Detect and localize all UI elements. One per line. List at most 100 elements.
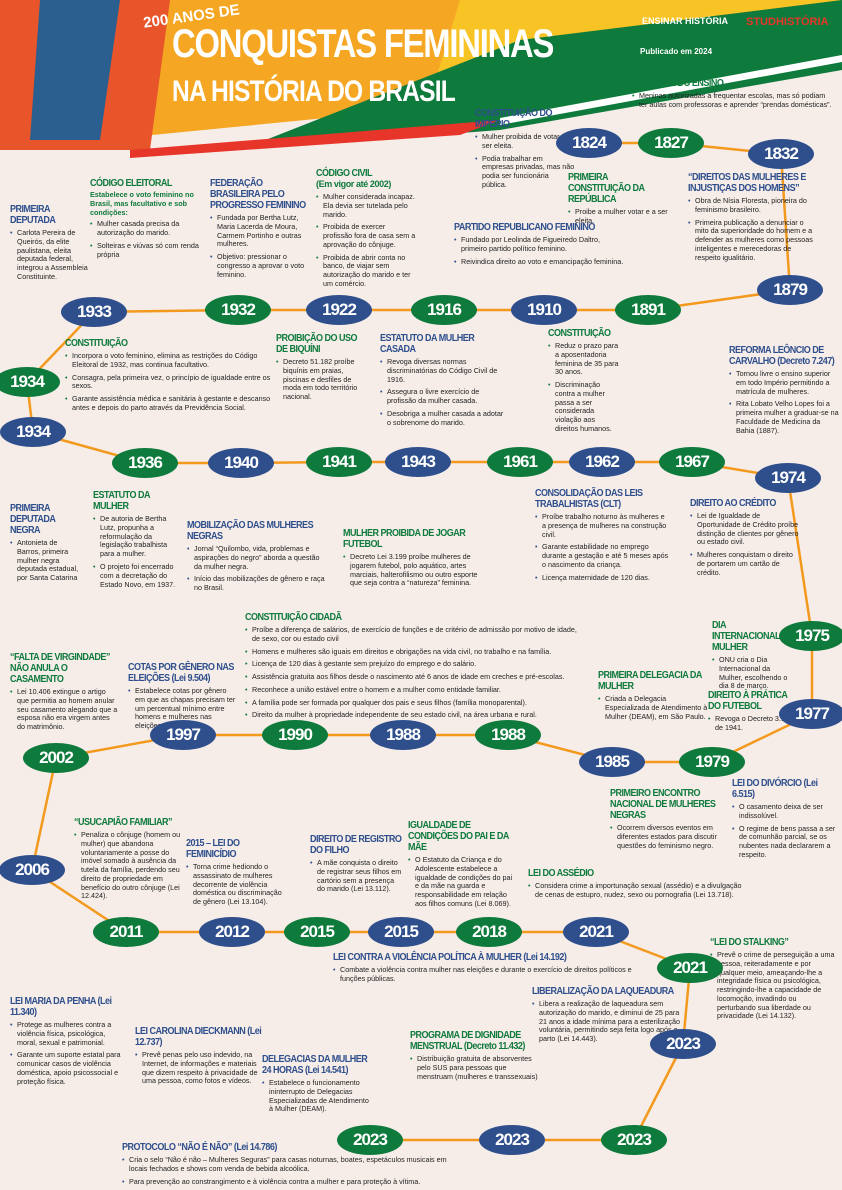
event-bullets: Jornal “Quilombo, vida, problemas e aspi…: [187, 544, 327, 593]
event-bullets: Distribuição gratuita de absorventes pel…: [410, 1054, 540, 1081]
event-const-imperio: CONSTITUIÇÃO DO IMPÉRIOMulher proibida d…: [475, 107, 575, 194]
event-bullets: Proíbe a diferença de salários, de exerc…: [245, 625, 580, 720]
event-title: PROIBIÇÃO DO USO DE BIQUÍNI: [276, 332, 358, 356]
event-bullet: Estabelece cotas por gênero em que as ch…: [128, 686, 236, 731]
event-bullets: Prevê o crime de perseguição a uma pesso…: [710, 950, 835, 1021]
event-dignidade: PROGRAMA DE DIGNIDADE MENSTRUAL (Decreto…: [410, 1029, 540, 1085]
event-dia-internacional: DIA INTERNACIONAL DA MULHERONU cria o Di…: [712, 619, 794, 695]
year-node: 1879: [757, 275, 823, 305]
event-bullets: Proibe a mulher votar e a ser eleita.: [568, 207, 668, 226]
event-bullets: Libera a realização de laqueadura sem au…: [532, 999, 682, 1044]
year-node: 1941: [306, 447, 372, 477]
event-bullet: Distribuição gratuita de absorventes pel…: [410, 1054, 540, 1081]
event-bullet: Obra de Nísia Floresta, pioneira do femi…: [688, 196, 813, 215]
year-node: 2011: [93, 917, 159, 947]
event-bullet: Desobriga a mulher casada a adotar o sob…: [380, 409, 505, 428]
year-node: 1997: [150, 720, 216, 750]
event-title: CÓDIGO ELEITORAL: [90, 177, 172, 189]
event-bullet: Proibida de exercer profissão fora de ca…: [316, 222, 416, 249]
event-bullet: Cria o selo “Não é não – Mulheres Segura…: [122, 1155, 462, 1174]
event-title: DIREITO AO CRÉDITO: [690, 497, 776, 509]
event-carolina: LEI CAROLINA DIECKMANN (Lei 12.737)Prevê…: [135, 1025, 265, 1090]
year-node: 2023: [479, 1125, 545, 1155]
event-title: MOBILIZAÇÃO DAS MULHERES NEGRAS: [187, 519, 314, 543]
event-bullet: Assegura o livre exercício de profissão …: [380, 388, 505, 406]
event-bullet: Solteiras e viúvas só com renda própria: [90, 241, 200, 260]
event-title: LEI CONTRA A VIOLÊNCIA POLÍTICA À MULHER…: [333, 951, 567, 963]
event-reforma-leoncio: REFORMA LEÔNCIO DE CARVALHO (Decreto 7.2…: [729, 344, 839, 440]
event-encontro: PRIMEIRO ENCONTRO NACIONAL DE MULHERES N…: [610, 787, 730, 854]
event-title: “FALTA DE VIRGINDADE” NÃO ANULA O CASAME…: [10, 651, 110, 686]
event-bullet: Objetivo: pressionar o congresso a aprov…: [210, 252, 310, 279]
event-title: PRIMEIRA CONSTITUIÇÃO DA REPÚBLICA: [568, 171, 645, 206]
event-codigo-civil: CÓDIGO CIVIL(Em vigor até 2002)Mulher co…: [316, 167, 416, 293]
event-bullets: Mulher considerada incapaz. Ela devia se…: [316, 192, 416, 289]
event-bullets: O casamento deixa de ser indissolúvel.O …: [732, 802, 837, 860]
event-title: DIREITO À PRÁTICA DO FUTEBOL: [708, 689, 788, 713]
event-bullet: Decreto 51.182 proíbe biquínis em praias…: [276, 357, 366, 402]
event-bullets: Revoga diversas normas discriminatórias …: [380, 357, 505, 428]
year-node: 2023: [337, 1125, 403, 1155]
event-bullet: Fundado por Leolinda de Figueiredo Daltr…: [454, 235, 624, 254]
year-node: 1988: [370, 720, 436, 750]
event-title: DIREITO DE REGISTRO DO FILHO: [310, 833, 402, 857]
event-bullet: Prevê penas pelo uso indevido, na Intern…: [135, 1050, 265, 1086]
event-title: PROGRAMA DE DIGNIDADE MENSTRUAL (Decreto…: [410, 1029, 525, 1053]
event-bullet: Consagra, pela primeira vez, o princípio…: [65, 373, 275, 392]
event-stalking: “LEI DO STALKING”Prevê o crime de perseg…: [710, 936, 835, 1025]
year-node: 2018: [456, 917, 522, 947]
year-node: 1940: [208, 448, 274, 478]
event-constituicao-1967: CONSTITUIÇÃO Reduz o prazo para a aposent…: [548, 327, 620, 438]
event-bullet: Reduz o prazo para a aposentadoria femin…: [548, 341, 620, 377]
event-feminicidio: 2015 – LEI DO FEMINICÍDIOTorna crime hed…: [186, 837, 286, 911]
event-bullet: Revoga o Decreto 3.199 de 1941.: [708, 714, 796, 733]
year-node: 2015: [284, 917, 350, 947]
event-biquini: PROIBIÇÃO DO USO DE BIQUÍNIDecreto 51.18…: [276, 332, 366, 406]
event-bullets: Mulher proibida de votar e ser eleita.Po…: [475, 132, 575, 190]
event-title: “USUCAPIÃO FAMILIAR”: [74, 816, 173, 828]
event-bullet: Fundada por Bertha Lutz, Maria Lacerda d…: [210, 213, 310, 249]
event-bullets: Antonieta de Barros, primeira mulher neg…: [10, 538, 82, 583]
event-primeira-deputada: PRIMEIRA DEPUTADACarlota Pereira de Quei…: [10, 203, 90, 286]
event-bullet: O projeto foi encerrado com a decretação…: [93, 562, 183, 589]
event-bullets: Carlota Pereira de Queirós, da elite pau…: [10, 228, 90, 282]
event-delegacia: PRIMEIRA DELEGACIA DA MULHERCriada a Del…: [598, 669, 708, 725]
event-bullet: Considera crime a importunação sexual (a…: [528, 881, 748, 900]
event-title: CONSTITUIÇÃO: [548, 327, 611, 339]
event-futebol: MULHER PROIBIDA DE JOGAR FUTEBOLDecreto …: [343, 527, 483, 592]
event-bullet: Mulheres conquistam o direito de portare…: [690, 550, 800, 577]
logo-stud-historia: STUDHISTÓRIA: [746, 16, 829, 28]
event-bullet: Assistência gratuita aos filhos desde o …: [245, 672, 580, 682]
event-bullet: Lei 10.406 extingue o artigo que permiti…: [10, 687, 118, 732]
event-bullet: Prevê o crime de perseguição a uma pesso…: [710, 950, 835, 1021]
event-title: PRIMEIRA DEPUTADA NEGRA: [10, 502, 56, 537]
year-node: 1990: [262, 720, 328, 750]
event-federacao: FEDERAÇÃO BRASILEIRA PELO PROGRESSO FEMI…: [210, 177, 310, 284]
event-title: CONSOLIDAÇÃO DAS LEIS TRABALHISTAS (CLT): [535, 487, 643, 511]
year-node: 1988: [475, 720, 541, 750]
event-bullet: O casamento deixa de ser indissolúvel.: [732, 802, 837, 821]
event-title: PRIMEIRA DELEGACIA DA MULHER: [598, 669, 702, 693]
logo-ensinar-historia: ENSINAR HISTÓRIA: [642, 16, 729, 26]
year-node: 2021: [563, 917, 629, 947]
event-bullets: ONU cria o Dia Internacional da Mulher, …: [712, 655, 794, 691]
year-node: 1910: [511, 295, 577, 325]
event-violencia-politica: LEI CONTRA A VIOLÊNCIA POLÍTICA À MULHER…: [333, 951, 633, 988]
year-node: 1824: [556, 128, 622, 158]
event-bullets: Ocorrem diversos eventos em diferentes e…: [610, 823, 730, 850]
event-virgindade: “FALTA DE VIRGINDADE” NÃO ANULA O CASAME…: [10, 651, 118, 736]
event-estatuto-casada: ESTATUTO DA MULHER CASADARevoga diversas…: [380, 332, 505, 432]
event-subtitle: (Em vigor até 2002): [316, 179, 391, 190]
event-bullet: Carlota Pereira de Queirós, da elite pau…: [10, 228, 90, 282]
event-title: FEDERAÇÃO BRASILEIRA PELO PROGRESSO FEMI…: [210, 177, 306, 212]
event-bullets: Fundado por Leolinda de Figueiredo Daltr…: [454, 235, 624, 266]
event-bullet: Meninas autorizadas a frequentar escolas…: [632, 91, 832, 110]
year-node: 1936: [112, 448, 178, 478]
event-credito: DIREITO AO CRÉDITOLei de Igualdade de Op…: [690, 497, 800, 581]
event-primeira-const-rep: PRIMEIRA CONSTITUIÇÃO DA REPÚBLICAProibe…: [568, 171, 668, 230]
year-node: 1922: [306, 295, 372, 325]
event-bullet: Incorpora o voto feminino, elimina as re…: [65, 351, 275, 370]
header-banner: [0, 0, 842, 158]
event-direitos-mulheres: “DIREITOS DAS MULHERES E INJUSTIÇAS DOS …: [688, 171, 813, 267]
